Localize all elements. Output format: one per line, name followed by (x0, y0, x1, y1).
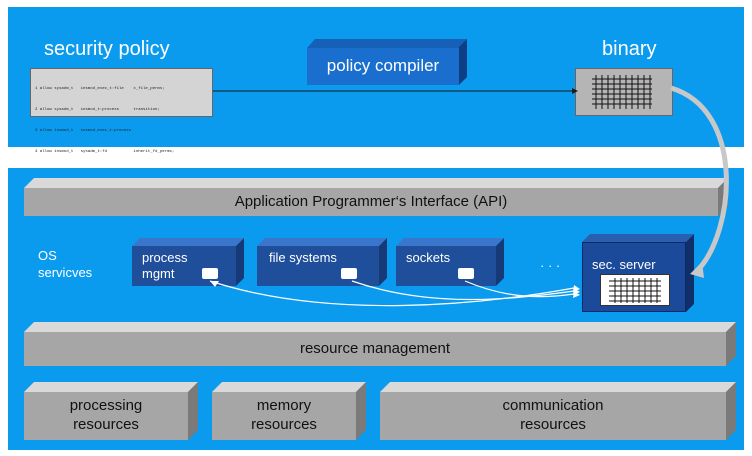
file-systems-connector (351, 280, 575, 301)
policy-line: 3 allow insmod_t insmod_exec_t:process (35, 129, 132, 133)
sockets-label: sockets (406, 250, 451, 265)
binary-title: binary (602, 38, 657, 60)
file-systems-box: file systems (257, 238, 387, 286)
more-services-ellipsis: · · · (540, 258, 561, 273)
policy-compiler-label: policy compiler (326, 56, 440, 75)
process-mgmt-box: process mgmt (132, 238, 244, 286)
api-bar: Application Programmer‘s Interface (API) (24, 178, 728, 216)
policy-grid-icon (609, 278, 661, 303)
security-policy-title: security policy (44, 38, 170, 60)
policy-line: 4 allow insmod_t sysadm_t:fd inherit_fd_… (35, 150, 175, 154)
sec-server-box: sec. server (582, 234, 694, 312)
policy-line: 2 allow sysadm_t insmod_t:process transi… (35, 108, 160, 112)
process-mgmt-port (202, 268, 218, 279)
processing-resources-box: processing resources (24, 382, 198, 440)
process-mgmt-connector (209, 280, 575, 307)
sec-server-policy-table (600, 274, 670, 306)
policy-compiler-box: policy compiler (307, 39, 467, 85)
sec-server-label: sec. server (592, 257, 656, 272)
sockets-connector (464, 280, 575, 298)
load-policy-arrow (670, 85, 729, 272)
sockets-port (458, 268, 474, 279)
memory-resources-label: memory resources (251, 397, 317, 433)
memory-resources-box: memory resources (212, 382, 366, 440)
resource-management-bar: resource management (24, 322, 736, 366)
binary-box (575, 68, 673, 116)
communication-resources-box: communication resources (380, 382, 736, 440)
policy-line: 1 allow sysadm_t insmod_exec_t:file x_fi… (35, 87, 165, 91)
os-services-label: OS servicves (38, 248, 93, 280)
sockets-box: sockets (396, 238, 504, 286)
api-label: Application Programmer‘s Interface (API) (234, 192, 508, 210)
resource-management-label: resource management (299, 339, 451, 357)
file-systems-label: file systems (269, 250, 337, 265)
binary-grid-icon (592, 75, 652, 109)
processing-resources-label: processing resources (69, 397, 143, 433)
communication-resources-label: communication resources (502, 397, 604, 433)
process-mgmt-label: process mgmt (142, 250, 188, 281)
file-systems-port (341, 268, 357, 279)
